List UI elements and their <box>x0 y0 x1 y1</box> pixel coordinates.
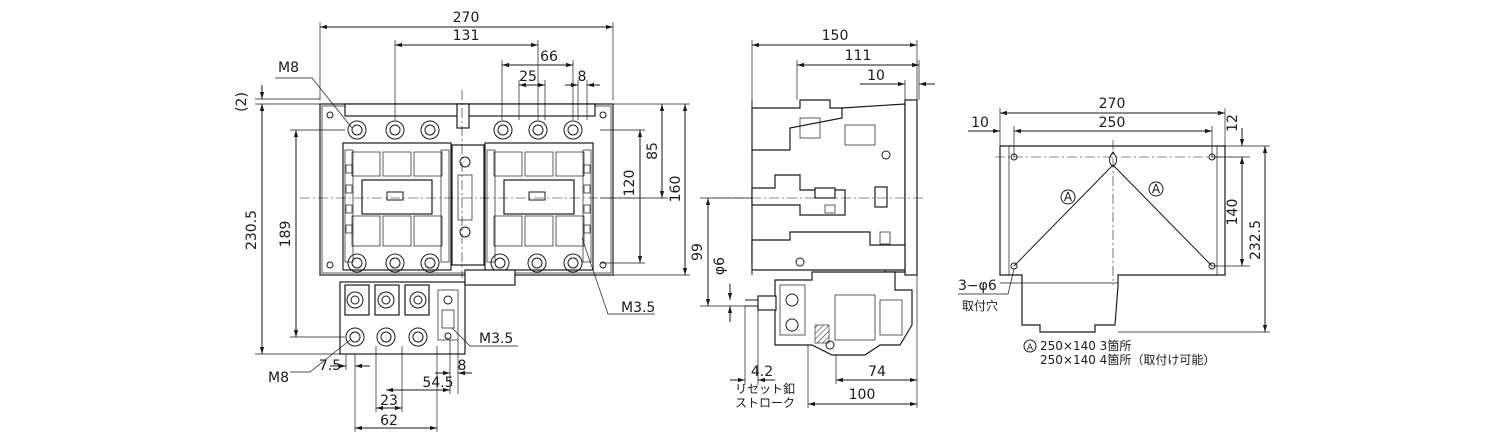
dim-2: (2) <box>234 92 250 112</box>
label-m8-top: M8 <box>278 60 299 76</box>
dim-270-mount: 270 <box>1099 96 1126 112</box>
terminal-screws-top <box>347 120 583 140</box>
marker-a-right: A <box>1152 182 1161 196</box>
side-view-labels: 150 111 10 99 φ6 4.2 74 100 リセット釦 ストローク <box>690 28 886 410</box>
overload-relay <box>339 281 466 355</box>
side-view-dimensions <box>700 40 935 408</box>
side-view <box>715 99 925 356</box>
label-hole: 3−φ6 <box>958 278 997 294</box>
dim-189: 189 <box>278 221 294 248</box>
label-reset-stroke-2: ストローク <box>735 396 795 410</box>
label-m8-bottom: M8 <box>268 370 289 386</box>
label-m3-5-relay: M3.5 <box>479 331 513 347</box>
label-hole-sub: 取付穴 <box>962 298 998 313</box>
note-line-2: 250×140 4箇所（取付け可能） <box>1040 353 1215 367</box>
dim-phi-6: φ6 <box>712 257 728 275</box>
dim-23: 23 <box>380 393 398 409</box>
contactor-left <box>342 142 452 271</box>
dim-62: 62 <box>380 413 398 429</box>
dim-111: 111 <box>845 48 872 64</box>
front-view-labels: 270 131 66 25 8 (2) 230.5 189 85 120 160… <box>234 10 684 429</box>
mounting-view-labels: 270 250 10 12 140 232.5 A A 3−φ6 取付穴 A 2… <box>958 96 1264 367</box>
dim-25: 25 <box>519 69 537 85</box>
dim-150: 150 <box>822 28 849 44</box>
dim-7-5: 7.5 <box>319 358 341 374</box>
dim-54-5: 54.5 <box>422 375 453 391</box>
note-marker-a: A <box>1027 343 1034 353</box>
label-reset-stroke-1: リセット釦 <box>735 381 795 396</box>
terminal-screws-bottom <box>347 253 583 273</box>
dim-12: 12 <box>1225 114 1241 132</box>
dim-74: 74 <box>868 364 886 380</box>
front-cover <box>904 99 918 276</box>
front-view <box>300 90 645 355</box>
dim-120: 120 <box>622 170 638 197</box>
note-line-1: 250×140 3箇所 <box>1040 339 1131 353</box>
dim-100: 100 <box>849 387 876 403</box>
dim-4-2: 4.2 <box>751 364 773 380</box>
dim-10-side: 10 <box>867 68 885 84</box>
dim-160: 160 <box>668 176 684 203</box>
dim-131: 131 <box>453 28 480 44</box>
marker-a-left: A <box>1064 190 1073 204</box>
dim-99: 99 <box>690 243 706 261</box>
mounting-view-dimensions <box>958 108 1270 333</box>
dim-232-5: 232.5 <box>1248 220 1264 260</box>
front-view-dimensions <box>255 22 690 432</box>
mechanical-interlock <box>451 144 485 266</box>
dim-85: 85 <box>645 142 661 160</box>
dim-250: 250 <box>1099 115 1126 131</box>
label-m3-5-right: M3.5 <box>621 300 655 316</box>
dim-270: 270 <box>453 10 480 26</box>
aux-contacts <box>345 164 591 234</box>
contactor-right <box>484 142 594 271</box>
dim-66: 66 <box>540 49 558 65</box>
dim-230-5: 230.5 <box>244 210 260 250</box>
dim-8-bottom: 8 <box>458 358 467 374</box>
dim-10-mount: 10 <box>971 115 989 131</box>
dim-8-top: 8 <box>578 69 587 85</box>
mounting-view <box>995 140 1232 333</box>
top-rail <box>344 103 596 117</box>
dim-140: 140 <box>1225 199 1241 226</box>
